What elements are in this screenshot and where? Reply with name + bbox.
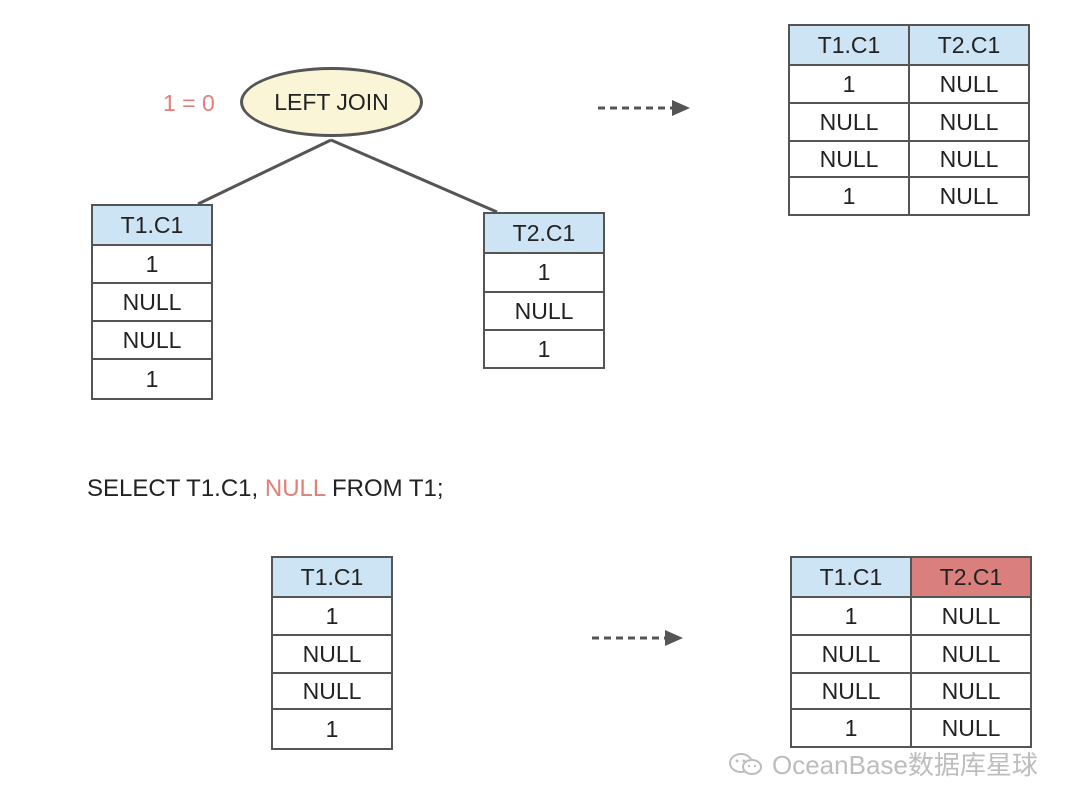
watermark: OceanBase数据库星球 <box>728 745 1038 782</box>
table-cell: NULL <box>790 672 912 710</box>
join-edge-left <box>197 138 332 206</box>
left-join-label: LEFT JOIN <box>274 88 389 115</box>
sql-statement: SELECT T1.C1, NULL FROM T1; <box>87 475 444 503</box>
table-cell: 1 <box>483 329 605 369</box>
table-row: NULL NULL <box>790 672 1032 710</box>
table-row: NULL NULL <box>790 634 1032 674</box>
table-cell: NULL <box>910 596 1032 636</box>
table-row: NULL NULL <box>788 140 1030 178</box>
select-input-table: T1.C1 1 NULL NULL 1 <box>271 556 393 750</box>
join-result-table: T1.C1 T2.C1 1 NULL NULL NULL NULL NULL 1… <box>788 24 1030 216</box>
table-header: T2.C1 <box>483 212 605 254</box>
table-cell: NULL <box>271 634 393 674</box>
table-cell: 1 <box>788 64 910 104</box>
table-cell: NULL <box>91 282 213 322</box>
table-cell: NULL <box>788 102 910 142</box>
table-header: T2.C1 <box>908 24 1030 66</box>
table-cell: NULL <box>910 708 1032 748</box>
table-cell: NULL <box>788 140 910 178</box>
sql-null-keyword: NULL <box>264 475 326 502</box>
table-cell: 1 <box>271 708 393 750</box>
table-row: 1 NULL <box>788 64 1030 104</box>
table-cell: NULL <box>908 176 1030 216</box>
table-header-highlighted: T2.C1 <box>910 556 1032 598</box>
table-cell: NULL <box>908 102 1030 142</box>
sql-part-2: FROM T1; <box>325 475 444 502</box>
table-row: 1 NULL <box>790 596 1032 636</box>
table-cell: NULL <box>908 64 1030 104</box>
table-cell: NULL <box>910 672 1032 710</box>
wechat-icon <box>729 752 762 775</box>
table-cell: NULL <box>91 320 213 360</box>
table-header: T1.C1 <box>790 556 912 598</box>
join-edge-right <box>330 138 498 214</box>
table-row: 1 NULL <box>790 708 1032 748</box>
table-header: T1.C1 <box>91 204 213 246</box>
table-cell: NULL <box>908 140 1030 178</box>
select-result-table: T1.C1 T2.C1 1 NULL NULL NULL NULL NULL 1… <box>790 556 1032 748</box>
table-cell: 1 <box>271 596 393 636</box>
table-cell: NULL <box>910 634 1032 674</box>
table-header: T1.C1 <box>271 556 393 598</box>
table-cell: NULL <box>271 672 393 710</box>
arrow-bottom <box>592 630 683 646</box>
arrow-top <box>598 100 690 116</box>
left-join-node: LEFT JOIN <box>240 67 423 137</box>
t2-input-table: T2.C1 1 NULL 1 <box>483 212 605 369</box>
t1-input-table: T1.C1 1 NULL NULL 1 <box>91 204 213 400</box>
join-condition: 1 = 0 <box>163 90 215 116</box>
table-cell: 1 <box>91 358 213 400</box>
table-row: 1 NULL <box>788 176 1030 216</box>
table-cell: NULL <box>790 634 912 674</box>
table-cell: 1 <box>483 252 605 293</box>
table-cell: 1 <box>790 708 912 748</box>
table-row: NULL NULL <box>788 102 1030 142</box>
sql-part-1: SELECT T1.C1, <box>87 475 265 502</box>
table-cell: 1 <box>91 244 213 284</box>
table-cell: 1 <box>788 176 910 216</box>
table-header: T1.C1 <box>788 24 910 66</box>
watermark-text: OceanBase数据库星球 <box>772 750 1038 780</box>
table-cell: NULL <box>483 291 605 331</box>
table-cell: 1 <box>790 596 912 636</box>
